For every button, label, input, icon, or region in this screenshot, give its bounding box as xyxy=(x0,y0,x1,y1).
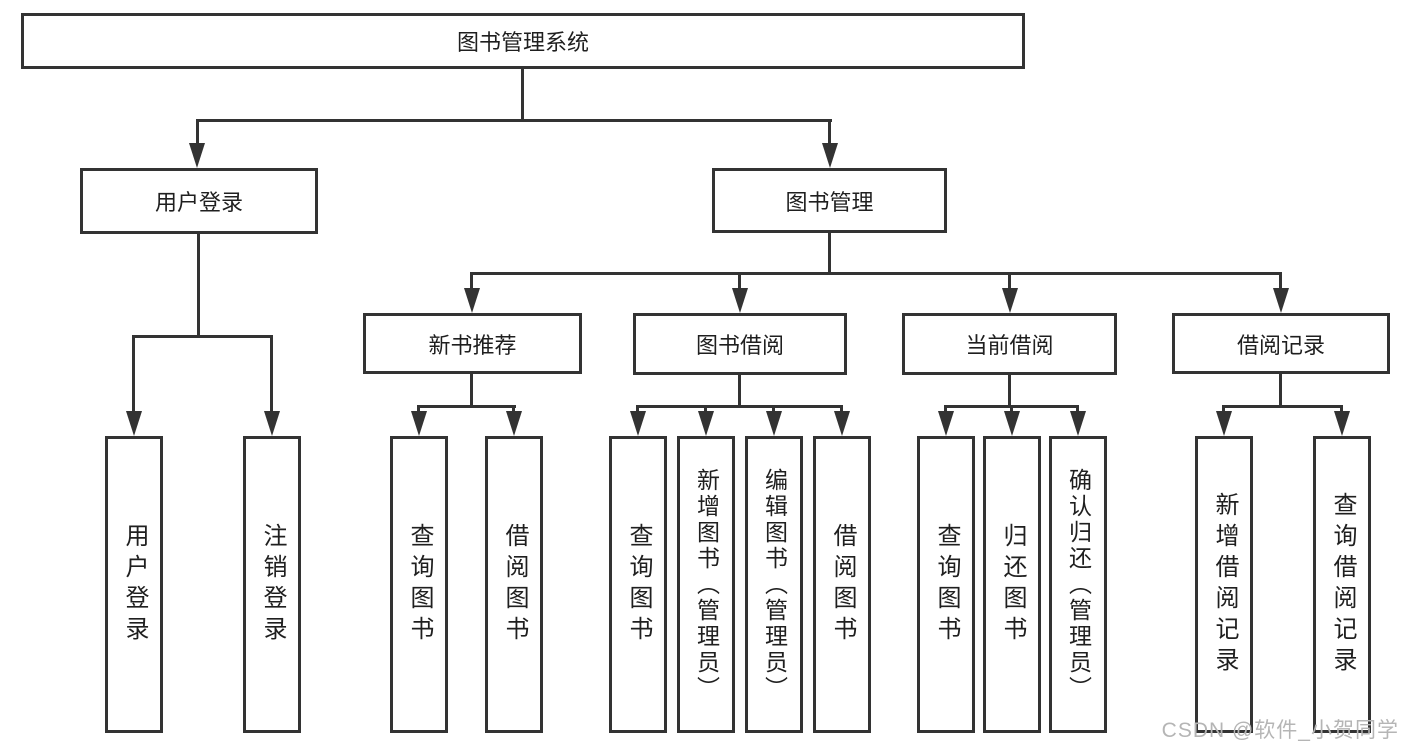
connector-vline xyxy=(417,405,420,414)
leaf-borrow-books-recommend: 借阅图书 xyxy=(485,436,543,733)
connector-vline xyxy=(738,375,741,407)
node-borrow-records-label: 借阅记录 xyxy=(1236,332,1325,358)
leaf-query-books-recommend-label: 查询图书 xyxy=(406,522,433,647)
arrow-down-icon xyxy=(506,411,522,436)
connector-vline xyxy=(840,405,843,414)
connector-vline xyxy=(1076,405,1079,414)
leaf-add-book-admin: 新增图书（管理员） xyxy=(677,436,735,733)
leaf-confirm-return-admin: 确认归还（管理员） xyxy=(1049,436,1107,733)
connector-hline xyxy=(417,405,516,408)
arrow-down-icon xyxy=(938,411,954,436)
leaf-query-borrow-record-label: 查询借阅记录 xyxy=(1329,491,1356,678)
branch-book-management-label: 图书管理 xyxy=(785,189,874,215)
node-root: 图书管理系统 xyxy=(21,13,1025,69)
node-book-borrow: 图书借阅 xyxy=(633,313,847,375)
connector-vline xyxy=(704,405,707,414)
arrow-down-icon xyxy=(464,288,480,313)
connector-vline xyxy=(1008,272,1011,291)
connector-hline xyxy=(636,405,843,408)
arrow-down-icon xyxy=(834,411,850,436)
node-root-label: 图书管理系统 xyxy=(456,30,589,55)
leaf-add-borrow-record: 新增借阅记录 xyxy=(1195,436,1253,733)
connector-hline xyxy=(1222,405,1343,408)
connector-vline xyxy=(944,405,947,414)
leaf-logout: 注销登录 xyxy=(243,436,301,733)
connector-vline xyxy=(1340,405,1343,414)
arrow-down-icon xyxy=(630,411,646,436)
arrow-down-icon xyxy=(1002,288,1018,313)
branch-user-login-label: 用户登录 xyxy=(154,190,243,215)
connector-vline xyxy=(1279,374,1282,407)
arrow-down-icon xyxy=(1070,411,1086,436)
connector-vline xyxy=(636,405,639,414)
arrow-down-icon xyxy=(1273,288,1289,313)
node-new-book-recommend: 新书推荐 xyxy=(363,313,582,374)
connector-vline xyxy=(521,69,524,120)
leaf-return-books: 归还图书 xyxy=(983,436,1041,733)
leaf-add-borrow-record-label: 新增借阅记录 xyxy=(1211,491,1238,678)
connector-vline xyxy=(132,335,135,414)
arrow-down-icon xyxy=(1216,411,1232,436)
connector-hline xyxy=(470,272,1282,275)
leaf-edit-book-admin: 编辑图书（管理员） xyxy=(745,436,803,733)
branch-book-management: 图书管理 xyxy=(712,168,947,233)
node-new-book-recommend-label: 新书推荐 xyxy=(428,332,517,358)
connector-vline xyxy=(1008,375,1011,407)
arrow-down-icon xyxy=(264,411,280,436)
leaf-borrow-books: 借阅图书 xyxy=(813,436,871,733)
connector-vline xyxy=(270,335,273,414)
connector-vline xyxy=(512,405,515,414)
leaf-query-books-current-label: 查询图书 xyxy=(933,522,960,647)
node-book-borrow-label: 图书借阅 xyxy=(695,333,784,358)
leaf-confirm-return-admin-label: 确认归还（管理员） xyxy=(1065,467,1092,702)
arrow-down-icon xyxy=(1334,411,1350,436)
arrow-down-icon xyxy=(766,411,782,436)
leaf-edit-book-admin-label: 编辑图书（管理员） xyxy=(761,467,788,702)
connector-vline xyxy=(828,119,831,145)
connector-vline xyxy=(470,374,473,407)
leaf-logout-label: 注销登录 xyxy=(259,522,286,647)
leaf-query-borrow-record: 查询借阅记录 xyxy=(1313,436,1371,733)
connector-hline xyxy=(132,335,273,338)
leaf-query-books-borrow-label: 查询图书 xyxy=(625,522,652,647)
arrow-down-icon xyxy=(126,411,142,436)
connector-vline xyxy=(1222,405,1225,414)
watermark: CSDN @软件_小贺同学 xyxy=(1161,719,1399,742)
branch-user-login: 用户登录 xyxy=(80,168,318,234)
arrow-down-icon xyxy=(189,143,205,168)
node-current-borrow: 当前借阅 xyxy=(902,313,1117,375)
arrow-down-icon xyxy=(822,143,838,168)
leaf-user-login: 用户登录 xyxy=(105,436,163,733)
arrow-down-icon xyxy=(1004,411,1020,436)
connector-vline xyxy=(828,233,831,275)
connector-vline xyxy=(197,234,200,336)
arrow-down-icon xyxy=(411,411,427,436)
leaf-query-books-recommend: 查询图书 xyxy=(390,436,448,733)
connector-vline xyxy=(738,272,741,291)
leaf-borrow-books-recommend-label: 借阅图书 xyxy=(501,522,528,647)
connector-vline xyxy=(470,272,473,291)
connector-vline xyxy=(1279,272,1282,291)
arrow-down-icon xyxy=(698,411,714,436)
leaf-query-books-borrow: 查询图书 xyxy=(609,436,667,733)
arrow-down-icon xyxy=(732,288,748,313)
leaf-return-books-label: 归还图书 xyxy=(999,522,1026,647)
connector-vline xyxy=(1010,405,1013,414)
leaf-user-login-label: 用户登录 xyxy=(121,522,148,647)
leaf-add-book-admin-label: 新增图书（管理员） xyxy=(693,467,720,702)
leaf-borrow-books-label: 借阅图书 xyxy=(829,522,856,647)
connector-hline xyxy=(196,119,832,122)
leaf-query-books-current: 查询图书 xyxy=(917,436,975,733)
connector-vline xyxy=(772,405,775,414)
node-current-borrow-label: 当前借阅 xyxy=(965,333,1054,358)
connector-vline xyxy=(196,119,199,145)
node-borrow-records: 借阅记录 xyxy=(1172,313,1390,374)
